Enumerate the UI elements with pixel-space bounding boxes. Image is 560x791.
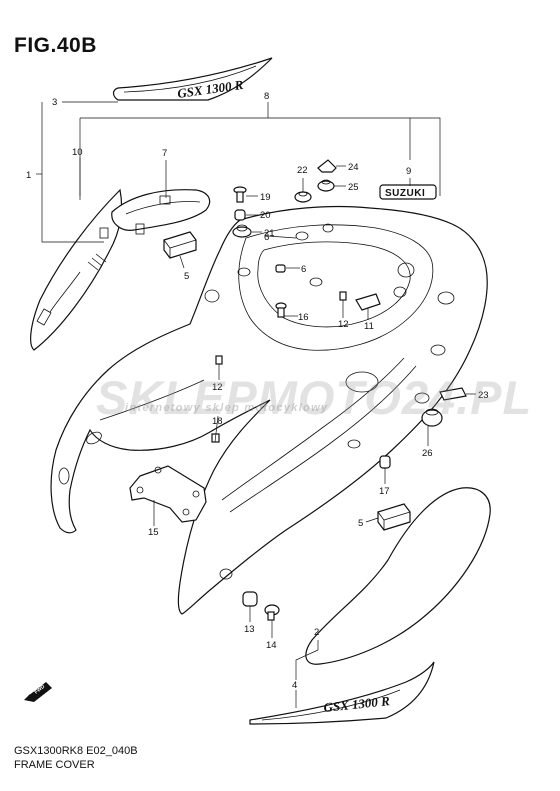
callout-8: 8 xyxy=(264,91,269,102)
callout-25: 25 xyxy=(348,182,359,193)
callout-9: 9 xyxy=(406,166,411,177)
hardware-nut-6 xyxy=(275,264,286,273)
hardware-screw-19 xyxy=(233,186,247,203)
callout-19: 19 xyxy=(260,192,271,203)
hardware-screw-16 xyxy=(275,302,287,318)
hardware-collar-13 xyxy=(242,591,258,607)
mounting-bracket xyxy=(129,465,207,523)
callout-18: 18 xyxy=(212,416,223,427)
callout-16: 16 xyxy=(298,312,309,323)
diagram-caption: FRAME COVER xyxy=(14,759,95,771)
callout-22: 22 xyxy=(297,165,308,176)
callout-5-upper: 5 xyxy=(184,271,189,282)
callout-23: 23 xyxy=(478,390,489,401)
watermark-brand: SKLEPMOTO24.PL xyxy=(96,371,533,424)
callout-1: 1 xyxy=(26,170,31,181)
left-side-cover xyxy=(30,188,123,351)
diagram-code: GSX1300RK8 E02_040B xyxy=(14,745,138,757)
rear-grab-piece xyxy=(99,189,211,239)
hardware-clip-11 xyxy=(355,293,381,311)
suzuki-emblem-text: SUZUKI xyxy=(385,188,425,199)
cushion-pad-upper xyxy=(163,231,197,259)
hardware-nut-22 xyxy=(294,191,312,203)
callout-10: 10 xyxy=(72,147,83,158)
callout-12-left: 12 xyxy=(212,382,223,393)
lower-decal-badge: GSX 1300 R xyxy=(323,693,391,715)
cushion-pad-lower xyxy=(377,503,411,531)
upper-side-decal: GSX 1300 R xyxy=(112,57,273,101)
callout-20: 20 xyxy=(260,210,271,221)
callout-4: 4 xyxy=(292,680,297,691)
main-frame-cover xyxy=(50,205,488,615)
hardware-collar-20 xyxy=(234,209,246,221)
hardware-pad-23 xyxy=(439,387,467,401)
lower-side-cover xyxy=(305,487,491,665)
callout-2: 2 xyxy=(314,627,319,638)
callout-numbers: 1 2 3 4 5 5 6 6 7 8 9 10 11 12 12 13 14 … xyxy=(26,91,489,691)
suzuki-emblem: SUZUKI xyxy=(379,184,437,200)
callout-7: 7 xyxy=(162,148,167,159)
callout-17: 17 xyxy=(379,486,390,497)
hardware-screw-14 xyxy=(264,604,280,621)
callout-24: 24 xyxy=(348,162,359,173)
watermark-tagline: internetowy sklep motocyklowy xyxy=(125,402,329,414)
callout-6-upper: 6 xyxy=(264,232,269,243)
callout-11: 11 xyxy=(364,321,374,332)
hardware-grommet-26 xyxy=(421,408,443,427)
callout-14: 14 xyxy=(266,640,277,651)
callout-26: 26 xyxy=(422,448,433,459)
figure-title: FIG.40B xyxy=(14,34,97,57)
leader-lines xyxy=(36,101,476,708)
hardware-collar-17 xyxy=(379,455,391,469)
hardware-cap-24 xyxy=(317,159,337,173)
forward-direction-label: FWD xyxy=(34,684,47,696)
callout-12-right: 12 xyxy=(338,319,349,330)
hardware-grommet-21 xyxy=(232,224,252,238)
callout-6-lower: 6 xyxy=(301,264,306,275)
lower-side-decal: GSX 1300 R xyxy=(249,661,435,725)
callout-15: 15 xyxy=(148,527,159,538)
hardware-grommet-25 xyxy=(317,179,335,192)
callout-5-lower: 5 xyxy=(358,518,363,529)
callout-21: 21 xyxy=(264,228,275,239)
forward-direction-tag: FWD xyxy=(24,682,52,702)
callout-13: 13 xyxy=(244,624,255,635)
callout-3: 3 xyxy=(52,97,57,108)
